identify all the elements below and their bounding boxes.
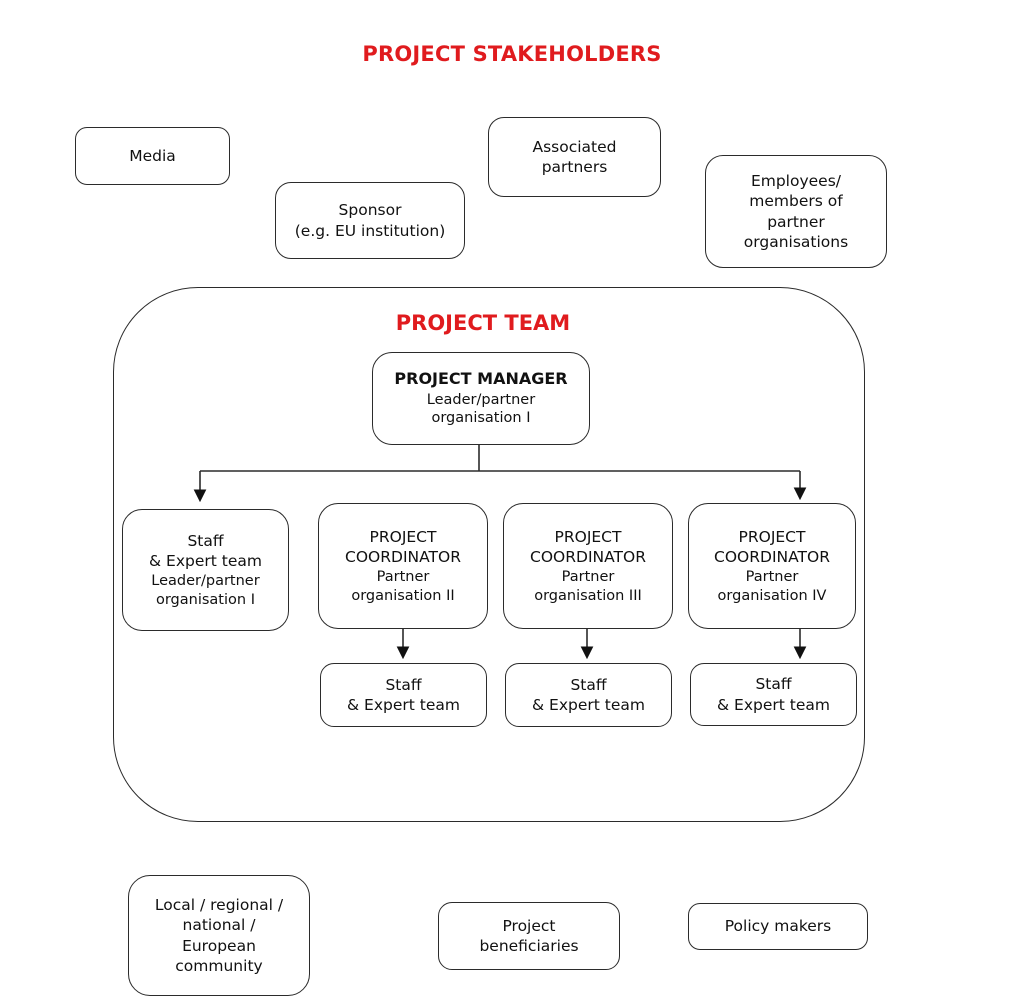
beneficiaries-box: Project beneficiaries [438, 902, 620, 970]
coordinator-ii-title: PROJECT COORDINATOR [345, 527, 461, 566]
employees-label: Employees/ members of partner organisati… [743, 172, 849, 251]
staff-team-box-iv: Staff & Expert team [690, 663, 857, 726]
staff-leader-title: Staff & Expert team [149, 531, 262, 570]
coordinator-box-iv: PROJECT COORDINATOR Partner organisation… [688, 503, 856, 629]
project-manager-box: PROJECT MANAGER Leader/partner organisat… [372, 352, 590, 445]
coordinator-box-iii: PROJECT COORDINATOR Partner organisation… [503, 503, 673, 629]
coordinator-iii-subtitle: Partner organisation III [534, 568, 642, 604]
project-team-title: PROJECT TEAM [395, 311, 571, 335]
staff-team-iv-label: Staff & Expert team [717, 675, 830, 714]
media-label: Media [129, 146, 176, 165]
staff-leader-subtitle: Leader/partner organisation I [151, 572, 260, 608]
community-label: Local / regional / national / European c… [154, 896, 284, 975]
coordinator-box-ii: PROJECT COORDINATOR Partner organisation… [318, 503, 488, 629]
media-box: Media [75, 127, 230, 185]
policy-makers-label: Policy makers [724, 917, 832, 936]
staff-team-box-ii: Staff & Expert team [320, 663, 487, 727]
staff-leader-box: Staff & Expert team Leader/partner organ… [122, 509, 289, 631]
beneficiaries-label: Project beneficiaries [479, 916, 579, 955]
community-box: Local / regional / national / European c… [128, 875, 310, 996]
project-manager-subtitle: Leader/partner organisation I [426, 391, 536, 427]
staff-team-ii-label: Staff & Expert team [347, 675, 460, 714]
coordinator-iii-title: PROJECT COORDINATOR [530, 527, 646, 566]
coordinator-iv-subtitle: Partner organisation IV [717, 568, 827, 604]
coordinator-iv-title: PROJECT COORDINATOR [714, 527, 830, 566]
staff-team-box-iii: Staff & Expert team [505, 663, 672, 727]
sponsor-label: Sponsor (e.g. EU institution) [294, 201, 446, 240]
employees-box: Employees/ members of partner organisati… [705, 155, 887, 268]
sponsor-box: Sponsor (e.g. EU institution) [275, 182, 465, 259]
associated-partners-box: Associated partners [488, 117, 661, 197]
policy-makers-box: Policy makers [688, 903, 868, 950]
project-manager-title: PROJECT MANAGER [394, 368, 568, 388]
associated-partners-label: Associated partners [532, 137, 617, 176]
coordinator-ii-subtitle: Partner organisation II [351, 568, 455, 604]
page-title: PROJECT STAKEHOLDERS [362, 42, 662, 66]
staff-team-iii-label: Staff & Expert team [532, 675, 645, 714]
